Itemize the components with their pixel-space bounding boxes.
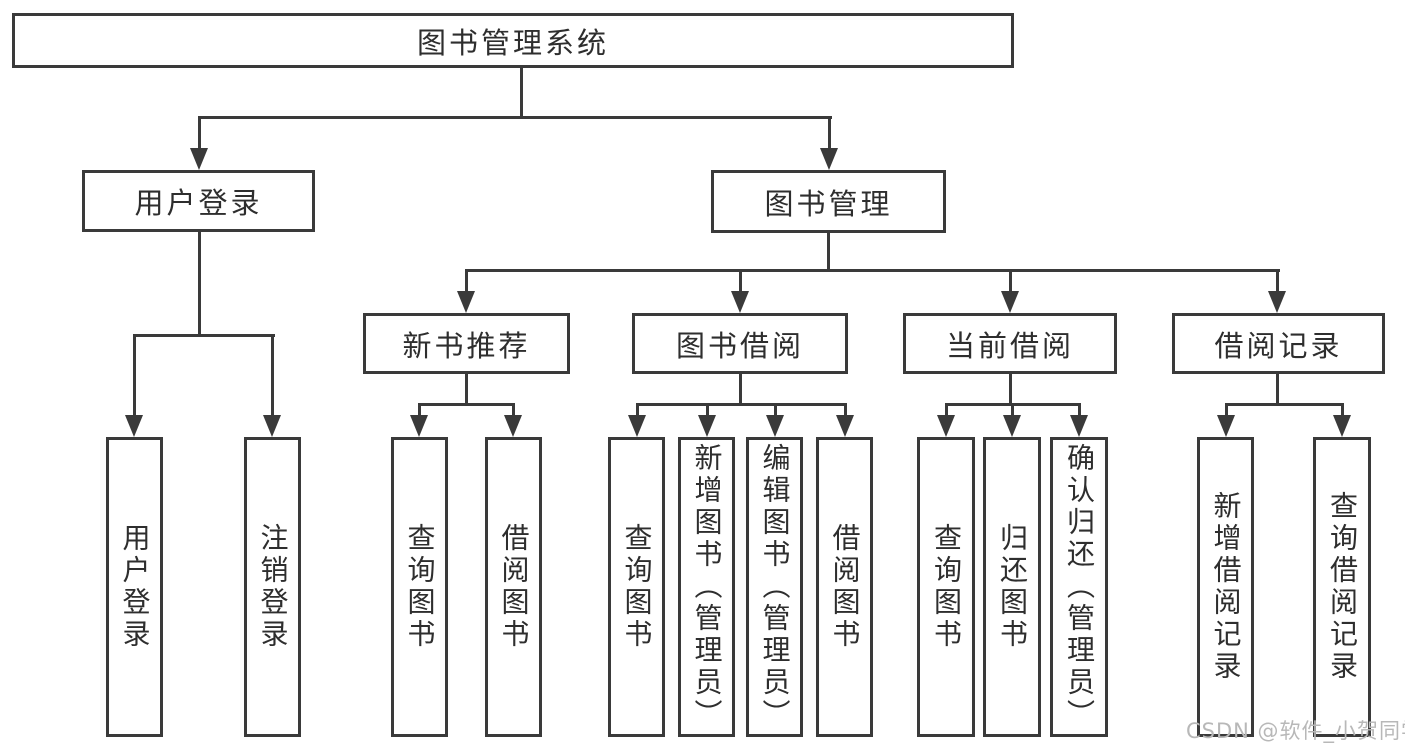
- leaf-current-return-book: 归还图书: [983, 437, 1041, 737]
- connector-line: [418, 403, 421, 417]
- leaf-current-query-book: 查询图书: [917, 437, 975, 737]
- arrow-down-icon: [504, 415, 522, 437]
- leaf-borrow-query-book: 查询图书: [608, 437, 665, 737]
- connector-line: [1011, 403, 1014, 417]
- node-new-book-recommend: 新书推荐: [363, 313, 570, 374]
- arrow-down-icon: [836, 415, 854, 437]
- connector-line: [1225, 403, 1228, 417]
- arrow-down-icon: [628, 415, 646, 437]
- leaf-borrow-edit-book-admin: 编辑图书（管理员）: [746, 437, 803, 737]
- connector-line: [706, 403, 709, 417]
- node-borrow-record: 借阅记录: [1172, 313, 1385, 374]
- leaf-label: 用户登录: [118, 523, 152, 651]
- node-label: 借阅记录: [1214, 328, 1343, 363]
- leaf-borrow-add-book-admin: 新增图书（管理员）: [678, 437, 735, 737]
- connector-line: [827, 231, 830, 272]
- connector-line: [418, 403, 515, 406]
- leaf-label: 新增借阅记录: [1209, 491, 1243, 683]
- leaf-newbook-borrow-book: 借阅图书: [485, 437, 542, 737]
- leaf-label: 查询借阅记录: [1326, 491, 1359, 683]
- connector-line: [1009, 373, 1012, 406]
- node-book-management: 图书管理: [711, 170, 946, 233]
- leaf-current-confirm-return-admin: 确认归还（管理员）: [1050, 437, 1108, 737]
- arrow-down-icon: [1070, 415, 1088, 437]
- connector-line: [1276, 269, 1279, 294]
- arrow-down-icon: [820, 148, 838, 170]
- arrow-down-icon: [1333, 415, 1351, 437]
- arrow-down-icon: [937, 415, 955, 437]
- connector-line: [1276, 373, 1279, 406]
- connector-line: [945, 403, 948, 417]
- leaf-logout: 注销登录: [244, 437, 301, 737]
- leaf-record-query-record: 查询借阅记录: [1313, 437, 1371, 737]
- node-label: 用户登录: [134, 186, 263, 220]
- leaf-record-add-record: 新增借阅记录: [1197, 437, 1254, 737]
- node-current-borrow: 当前借阅: [903, 313, 1117, 374]
- arrow-down-icon: [457, 291, 475, 313]
- connector-line: [1078, 403, 1081, 417]
- node-label: 图书借阅: [675, 328, 804, 363]
- arrow-down-icon: [1217, 415, 1235, 437]
- connector-line: [1341, 403, 1344, 417]
- node-label: 当前借阅: [945, 328, 1074, 363]
- arrow-down-icon: [1001, 291, 1019, 313]
- arrow-down-icon: [698, 415, 716, 437]
- connector-line: [636, 403, 846, 406]
- connector-line: [512, 403, 515, 417]
- connector-line: [198, 116, 832, 119]
- arrow-down-icon: [263, 415, 281, 437]
- connector-line: [1009, 269, 1012, 294]
- connector-line: [520, 66, 523, 118]
- connector-line: [636, 403, 639, 417]
- connector-line: [844, 403, 847, 417]
- connector-line: [1225, 403, 1343, 406]
- leaf-label: 查询图书: [403, 523, 437, 651]
- arrow-down-icon: [766, 415, 784, 437]
- leaf-label: 借阅图书: [828, 523, 862, 651]
- leaf-label: 借阅图书: [497, 523, 531, 651]
- node-root: 图书管理系统: [12, 13, 1014, 68]
- node-label: 图书管理系统: [416, 25, 609, 60]
- arrow-down-icon: [190, 148, 208, 170]
- leaf-label: 注销登录: [256, 523, 290, 651]
- arrow-down-icon: [1268, 291, 1286, 313]
- node-book-borrow: 图书借阅: [632, 313, 848, 374]
- arrow-down-icon: [410, 415, 428, 437]
- arrow-down-icon: [731, 291, 749, 313]
- connector-line: [828, 116, 831, 150]
- watermark: CSDN @软件_小贺同学: [1186, 719, 1405, 743]
- leaf-user-login: 用户登录: [106, 437, 163, 737]
- connector-line: [133, 334, 275, 337]
- connector-line: [271, 334, 274, 418]
- leaf-label: 查询图书: [930, 523, 963, 651]
- connector-line: [198, 116, 201, 150]
- connector-line: [198, 230, 201, 336]
- connector-line: [465, 269, 468, 294]
- connector-line: [133, 334, 136, 418]
- leaf-label: 新增图书（管理员）: [690, 443, 724, 731]
- leaf-newbook-query-book: 查询图书: [391, 437, 448, 737]
- connector-line: [739, 269, 742, 294]
- leaf-label: 查询图书: [620, 523, 654, 651]
- node-user-login: 用户登录: [82, 170, 315, 232]
- connector-line: [465, 373, 468, 406]
- connector-line: [774, 403, 777, 417]
- leaf-label: 归还图书: [996, 523, 1029, 651]
- node-label: 图书管理: [764, 186, 893, 221]
- leaf-borrow-borrow-book: 借阅图书: [816, 437, 873, 737]
- leaf-label: 编辑图书（管理员）: [758, 443, 792, 731]
- leaf-label: 确认归还（管理员）: [1063, 443, 1096, 731]
- node-label: 新书推荐: [402, 328, 531, 363]
- connector-line: [739, 373, 742, 406]
- arrow-down-icon: [125, 415, 143, 437]
- arrow-down-icon: [1003, 415, 1021, 437]
- connector-line: [465, 269, 1280, 272]
